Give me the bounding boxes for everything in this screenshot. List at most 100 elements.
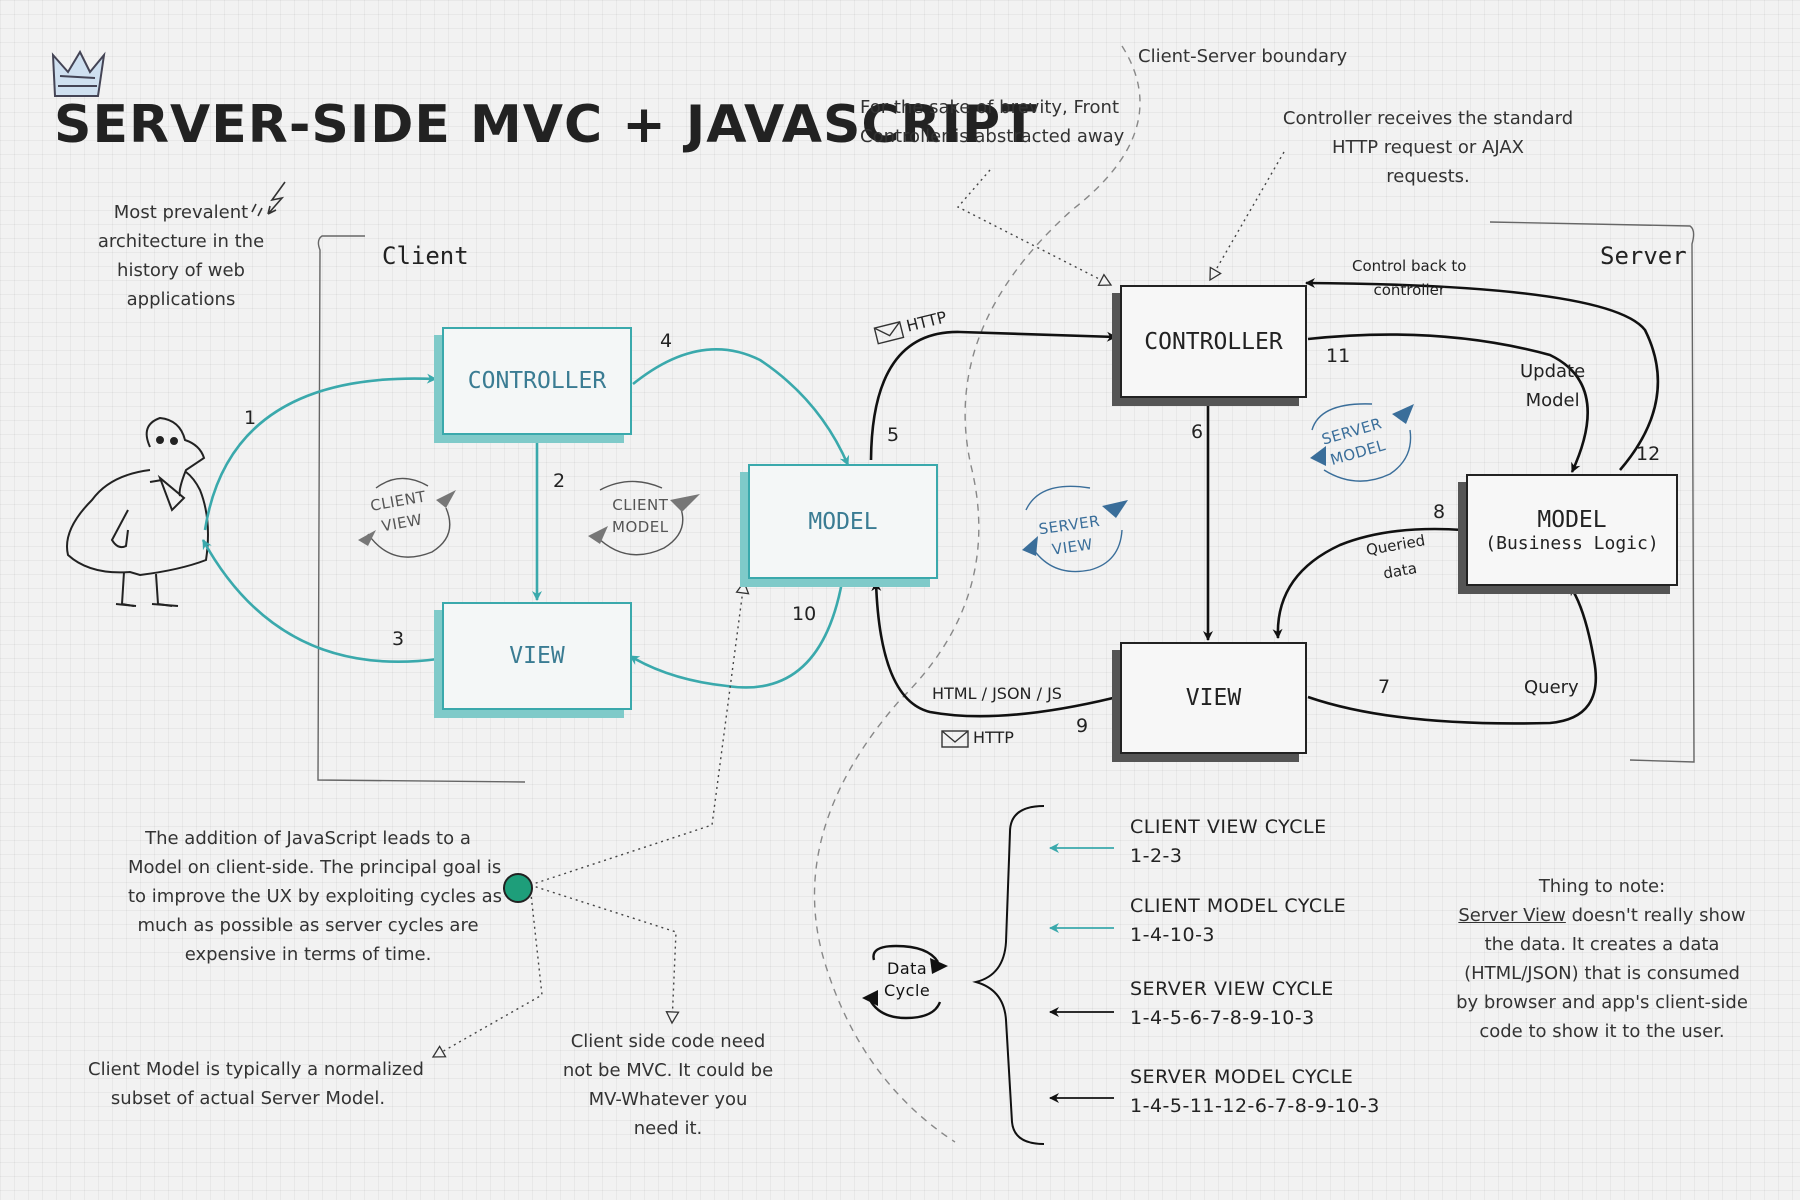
note-controller-line: Controller receives the standard: [1282, 108, 1574, 129]
callout-js-line-3: [529, 884, 676, 1023]
stamp-line: CLIENT: [612, 496, 669, 514]
note-client-code-line: need it.: [633, 1118, 703, 1139]
step-number-4: 4: [660, 330, 673, 352]
client-server-boundary: [813, 45, 1141, 1143]
client-view-stamp-arc-2: [375, 477, 429, 489]
note-thing-line: the data. It creates a data: [1484, 934, 1720, 955]
note-brevity: For the sake of brevity, Front Controlle…: [860, 93, 1124, 151]
step-number-9: 9: [1076, 715, 1089, 737]
edge-label-line: Control back to: [1352, 257, 1467, 275]
client-view-stamp-arc: [367, 507, 451, 558]
arrow-12-model-to-controller-back: [1305, 278, 1660, 471]
user-figure: [66, 416, 209, 607]
note-prevalent-line: architecture in the: [97, 231, 265, 252]
server-model-box: MODEL (Business Logic): [1466, 474, 1678, 586]
stamp-line: Data: [887, 959, 928, 978]
note-thing-line: by browser and app's client-side: [1456, 992, 1748, 1013]
arrow-11-controller-to-model-update: [1307, 333, 1589, 473]
step-number-3: 3: [392, 628, 405, 650]
client-model-stamp-arc: [595, 505, 684, 556]
note-thing-line: (HTML/JSON) that is consumed: [1464, 963, 1740, 984]
note-client-code-line: MV-Whatever you: [588, 1089, 748, 1110]
step-number-6: 6: [1191, 421, 1204, 443]
step-number-1: 1: [244, 407, 257, 429]
server-model-stamp-arc-2: [1311, 403, 1373, 431]
page-title: SERVER-SIDE MVC + JAVASCRIPT: [54, 95, 1038, 155]
edge-label-query: Query: [1524, 677, 1579, 698]
server-model-title: MODEL: [1537, 506, 1607, 533]
note-client-model-line: subset of actual Server Model.: [110, 1088, 386, 1109]
note-js-line: expensive in terms of time.: [184, 944, 432, 965]
note-prevalent-line: Most prevalent: [113, 202, 249, 223]
edge-label-line: controller: [1373, 281, 1446, 299]
note-js-addition: The addition of JavaScript leads to a Mo…: [128, 824, 503, 969]
cycle-server-view: SERVER VIEW CYCLE 1-4-5-6-7-8-9-10-3: [1130, 975, 1334, 1033]
data-cycle-arrowhead-2: [862, 990, 878, 1006]
note-thing-to-note: Thing to note: Server View doesn't reall…: [1452, 872, 1752, 1046]
server-region-label: Server: [1600, 242, 1687, 270]
edge-label-http-bottom: HTTP: [973, 728, 1014, 747]
cycle-steps: 1-4-5-6-7-8-9-10-3: [1130, 1007, 1315, 1029]
note-prevalent-line: applications: [126, 289, 236, 310]
step-number-12: 12: [1636, 443, 1661, 465]
envelope-icon-bottom: [941, 730, 969, 748]
note-js-line: much as possible as server cycles are: [137, 915, 479, 936]
server-model-subtitle: (Business Logic): [1485, 532, 1659, 554]
callout-js-line-2: [433, 884, 543, 1057]
server-region-bracket: [1489, 221, 1695, 763]
note-client-code-line: not be MVC. It could be: [562, 1060, 774, 1081]
edge-label-line: Update: [1520, 361, 1586, 382]
note-js-line: Model on client-side. The principal goal…: [128, 857, 502, 878]
edge-label-html-json-js: HTML / JSON / JS: [932, 684, 1062, 703]
client-model-box: MODEL: [748, 464, 938, 579]
crown-icon: [51, 49, 106, 97]
arrow-7-view-to-model-query: [1307, 585, 1598, 725]
note-controller-receives: Controller receives the standard HTTP re…: [1278, 104, 1578, 191]
cycles-curly-brace: [972, 805, 1045, 1145]
data-cycle-icon: [868, 944, 942, 1020]
client-model-stamp-arc-2: [599, 480, 663, 491]
arrow-5-model-to-controller: [869, 330, 1117, 461]
callout-controller-line: [1210, 151, 1285, 280]
cycle-name: CLIENT MODEL CYCLE: [1130, 895, 1347, 917]
cycle-steps: 1-4-10-3: [1130, 924, 1216, 946]
stamp-line: Cycle: [884, 981, 931, 1000]
note-prevalent: Most prevalent architecture in the histo…: [86, 198, 276, 314]
callout-js-line-1: [529, 582, 744, 886]
step-number-5: 5: [887, 424, 900, 446]
arrow-4-controller-to-model: [632, 348, 850, 466]
envelope-icon-top: [873, 321, 905, 345]
data-cycle-arrowhead-1: [930, 958, 948, 974]
edge-label-line: Model: [1525, 390, 1580, 411]
note-brevity-line: Controller is abstracted away: [860, 126, 1125, 147]
client-model-stamp: CLIENT MODEL: [612, 494, 669, 538]
note-js-line: to improve the UX by exploiting cycles a…: [128, 886, 503, 907]
cycle-server-model: SERVER MODEL CYCLE 1-4-5-11-12-6-7-8-9-1…: [1130, 1063, 1380, 1121]
step-number-2: 2: [553, 470, 566, 492]
callout-brevity-line: [956, 169, 1111, 285]
note-controller-line: HTTP request or AJAX: [1331, 137, 1524, 158]
step-number-10: 10: [792, 603, 817, 625]
server-view-stamp: SERVER VIEW: [1037, 510, 1104, 562]
arrow-1-user-to-client-controller: [203, 373, 437, 531]
client-controller-box: CONTROLLER: [442, 327, 632, 435]
stamp-arrowheads: [358, 404, 1414, 556]
data-cycle-stamp: Data Cycle: [884, 958, 930, 1002]
note-prevalent-line: history of web: [117, 260, 245, 281]
note-js-line: The addition of JavaScript leads to a: [145, 828, 471, 849]
cycle-name: SERVER VIEW CYCLE: [1130, 978, 1334, 1000]
cycle-name: CLIENT VIEW CYCLE: [1130, 816, 1327, 838]
arrow-9-view-to-client-model: [871, 581, 1114, 718]
server-model-stamp-arc: [1323, 429, 1412, 482]
step-number-11: 11: [1326, 345, 1351, 367]
arrow-8-model-to-view-data: [1272, 527, 1464, 639]
note-client-model-line: Client Model is typically a normalized: [88, 1059, 424, 1080]
edge-label-queried-data: Queried data: [1364, 527, 1432, 589]
cycle-steps: 1-4-5-11-12-6-7-8-9-10-3: [1130, 1095, 1380, 1117]
step-number-7: 7: [1378, 676, 1391, 698]
cycle-name: SERVER MODEL CYCLE: [1130, 1066, 1354, 1088]
server-view-box: VIEW: [1120, 642, 1307, 754]
note-thing-line: Thing to note:: [1538, 876, 1666, 897]
edge-label-control-back: Control back to controller: [1352, 254, 1466, 302]
